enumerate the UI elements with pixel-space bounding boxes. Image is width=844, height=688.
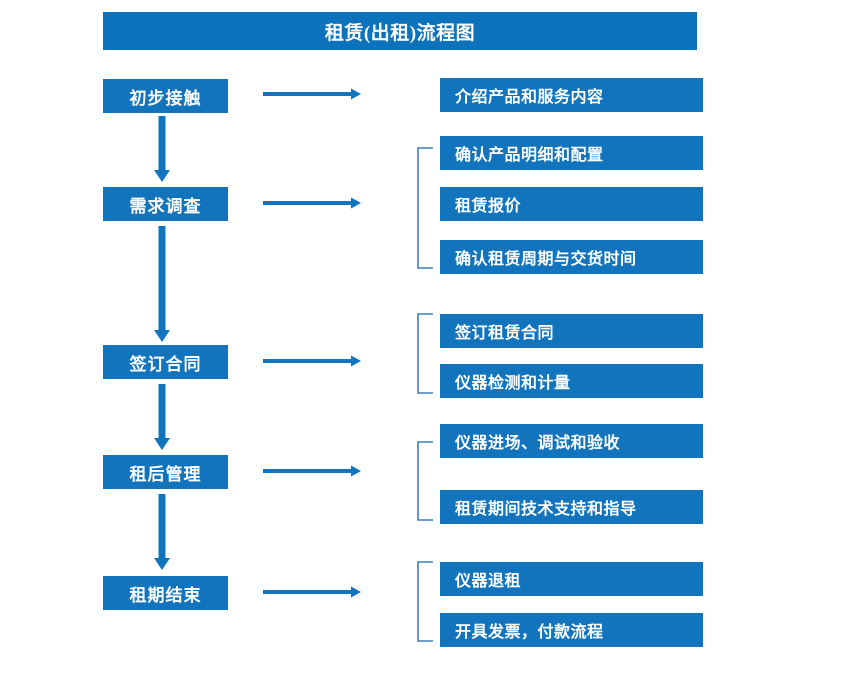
- detail-box-2-3[interactable]: 确认租赁周期与交货时间: [440, 240, 703, 274]
- detail-box-1-1[interactable]: 介绍产品和服务内容: [440, 78, 703, 112]
- group-bracket-5: [417, 561, 433, 642]
- detail-box-5-2[interactable]: 开具发票，付款流程: [440, 613, 703, 647]
- detail-box-5-1[interactable]: 仪器退租: [440, 562, 703, 596]
- detail-box-2-1[interactable]: 确认产品明细和配置: [440, 136, 703, 170]
- stage-box-1[interactable]: 初步接触: [103, 79, 228, 113]
- stage-box-5[interactable]: 租期结束: [103, 576, 228, 610]
- flow-arrow-down-1: [152, 116, 172, 182]
- detail-box-2-2[interactable]: 租赁报价: [440, 187, 703, 221]
- group-bracket-3: [417, 313, 433, 394]
- stage-box-3[interactable]: 签订合同: [103, 345, 228, 379]
- detail-box-4-2[interactable]: 租赁期间技术支持和指导: [440, 490, 703, 524]
- flow-arrow-right-3: [263, 354, 361, 368]
- stage-box-4[interactable]: 租后管理: [103, 455, 228, 489]
- detail-box-3-1[interactable]: 签订租赁合同: [440, 314, 703, 348]
- flow-arrow-right-5: [263, 585, 361, 599]
- flow-arrow-down-4: [152, 494, 172, 570]
- flow-arrow-down-2: [152, 226, 172, 342]
- flow-arrow-right-2: [263, 196, 361, 210]
- stage-box-2[interactable]: 需求调查: [103, 187, 228, 221]
- group-bracket-4: [417, 441, 433, 521]
- flow-arrow-right-1: [263, 87, 361, 101]
- detail-box-3-2[interactable]: 仪器检测和计量: [440, 364, 703, 398]
- flow-arrow-right-4: [263, 464, 361, 478]
- detail-box-4-1[interactable]: 仪器进场、调试和验收: [440, 424, 703, 458]
- group-bracket-2: [417, 147, 433, 269]
- flow-arrow-down-3: [152, 384, 172, 450]
- page-title: 租赁(出租)流程图: [103, 12, 697, 50]
